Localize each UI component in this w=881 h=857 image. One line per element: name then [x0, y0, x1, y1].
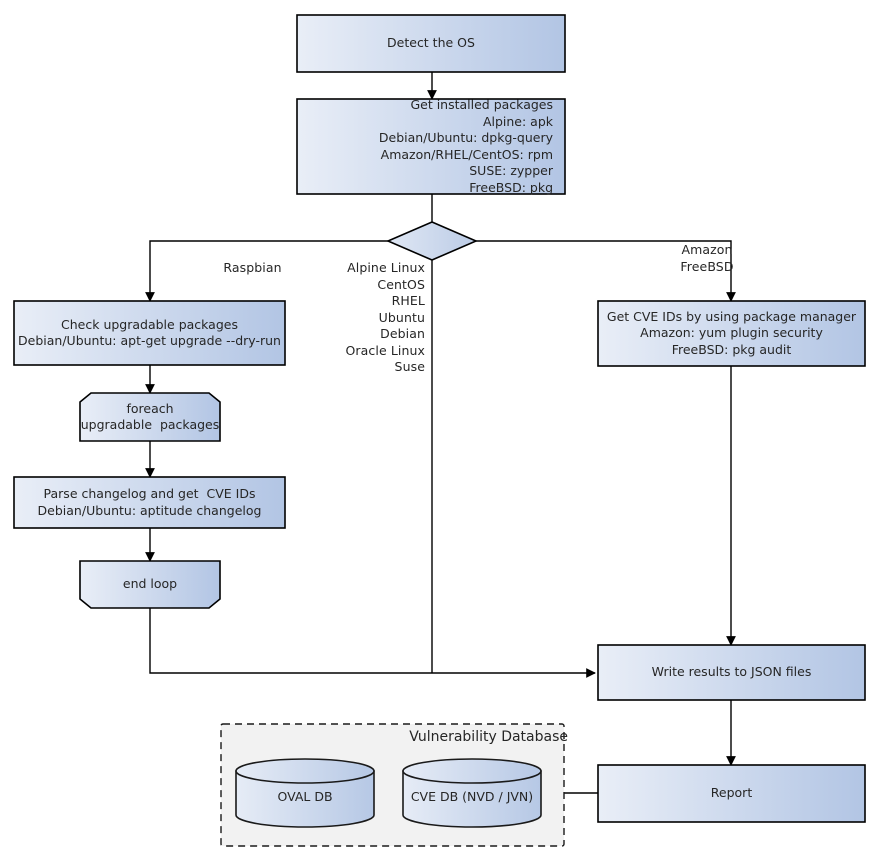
edge-decision-amazon-freebsd [476, 240, 736, 302]
vulnerability-database-group-title: Vulnerability Database [409, 729, 568, 745]
edge-label-amazon-freebsd: Amazon FreeBSD [680, 242, 734, 274]
node-end-loop[interactable] [79, 560, 221, 609]
node-cve-db[interactable] [402, 758, 542, 828]
node-check-upgradable-packages[interactable] [13, 300, 286, 366]
node-parse-changelog[interactable] [13, 476, 286, 529]
edge-label-middle-os-list: Alpine Linux CentOS RHEL Ubuntu Debian O… [345, 260, 425, 374]
node-detect-os[interactable] [296, 14, 566, 73]
node-foreach-upgradable-packages[interactable] [79, 392, 221, 442]
node-get-installed-packages[interactable] [296, 98, 566, 195]
node-os-decision[interactable] [385, 221, 479, 261]
node-report[interactable] [597, 764, 866, 823]
node-write-results-json[interactable] [597, 644, 866, 701]
edge-decision-raspbian [145, 240, 388, 302]
node-get-cve-ids-package-manager[interactable] [597, 300, 866, 367]
edge-label-raspbian: Raspbian [223, 260, 282, 275]
node-oval-db[interactable] [235, 758, 375, 828]
edge-endloop-to-write [149, 608, 596, 678]
